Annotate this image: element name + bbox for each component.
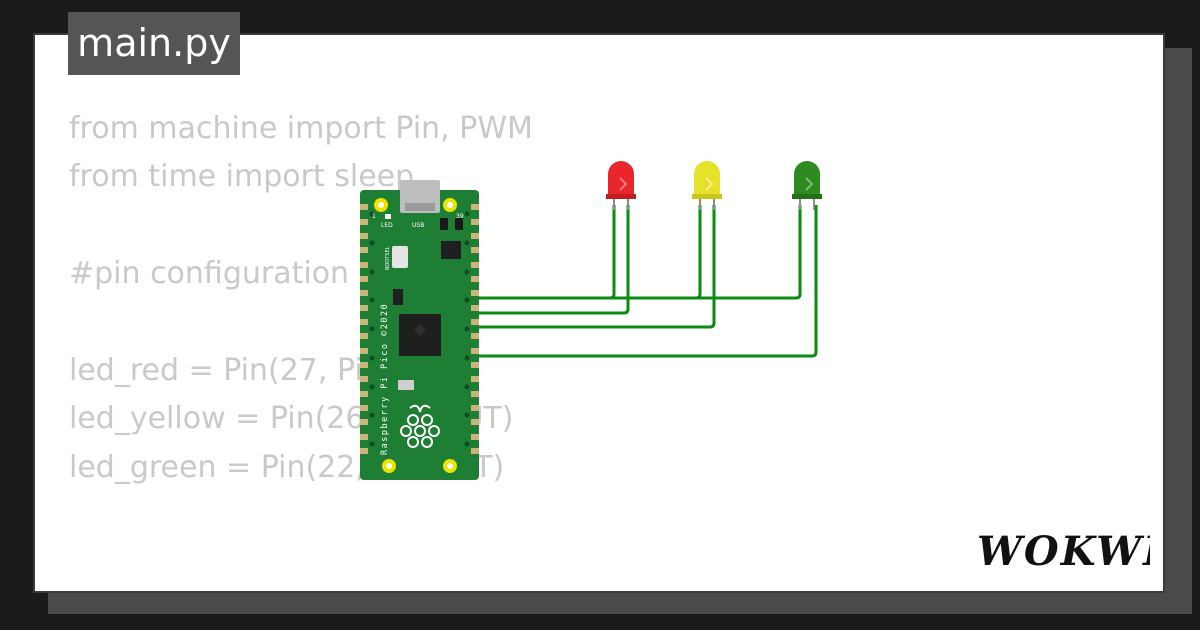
wire-yellow-anode[interactable] bbox=[466, 205, 716, 329]
right-pins bbox=[471, 204, 479, 454]
led-red[interactable] bbox=[606, 161, 636, 210]
board-silkscreen: Raspberry Pi Pico ©2020 bbox=[380, 303, 390, 455]
file-tab[interactable]: main.py bbox=[68, 12, 240, 75]
led-yellow[interactable] bbox=[692, 161, 722, 210]
left-pins bbox=[360, 204, 368, 454]
pico-board[interactable]: Raspberry Pi Pico ©2020 LED USB BOOTSEL … bbox=[360, 180, 479, 480]
raspberry-logo-icon bbox=[400, 404, 440, 448]
onboard-led bbox=[385, 214, 391, 219]
wire-red-anode[interactable] bbox=[466, 205, 630, 315]
mounting-holes bbox=[374, 198, 457, 473]
pin-holes bbox=[369, 211, 470, 447]
code-line: #pin configuration bbox=[69, 256, 350, 292]
led-green[interactable] bbox=[792, 161, 822, 210]
wokwi-logo: WOKWI bbox=[977, 528, 1150, 575]
bootsel-button[interactable] bbox=[392, 246, 408, 268]
code-line: from machine import Pin, PWM bbox=[69, 111, 533, 146]
bootsel-label: BOOTSEL bbox=[385, 246, 391, 270]
pin-1-label: 1 bbox=[372, 213, 376, 220]
logo-text: WOKWI bbox=[977, 528, 1150, 575]
wire-green-anode[interactable] bbox=[466, 205, 818, 358]
wires bbox=[466, 205, 818, 358]
wire-green-cathode[interactable] bbox=[466, 205, 802, 300]
code-line: from time import sleep bbox=[69, 159, 415, 195]
wire-yellow-cathode[interactable] bbox=[466, 205, 702, 300]
led-label: LED bbox=[381, 222, 393, 229]
pin-39-label: 39 bbox=[456, 213, 464, 220]
usb-label: USB bbox=[412, 222, 424, 229]
